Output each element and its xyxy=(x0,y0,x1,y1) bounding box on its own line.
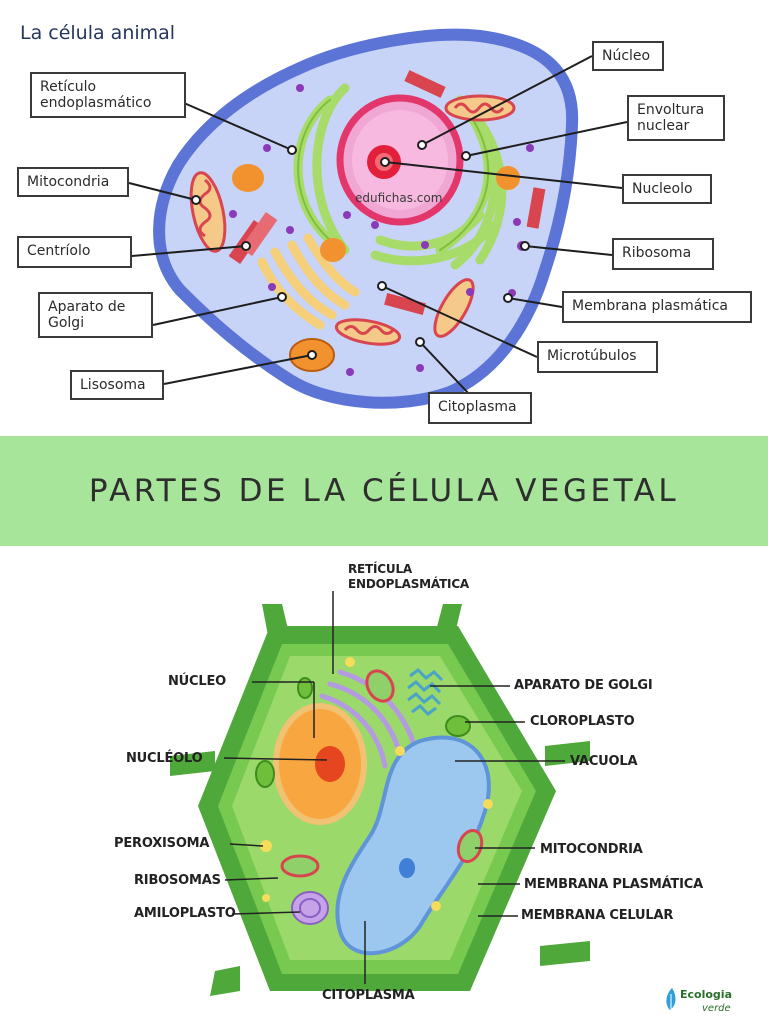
plant-label-golgi: APARATO DE GOLGI xyxy=(514,678,653,693)
label-envoltura-nuclear: Envoltura nuclear xyxy=(627,95,725,141)
plant-golgi xyxy=(407,668,444,716)
plant-label-citoplasma: CITOPLASMA xyxy=(322,988,415,1003)
plant-mitochondrion-top xyxy=(365,669,395,703)
plant-label-peroxisoma: PEROXISOMA xyxy=(114,836,210,851)
plant-mitochondrion-right xyxy=(456,829,484,863)
plant-cell-banner: PARTES DE LA CÉLULA VEGETAL xyxy=(0,436,768,546)
animal-vesicle-3 xyxy=(496,166,520,190)
animal-cell-diagram: edufichas.com xyxy=(128,28,628,409)
animal-vesicle-1 xyxy=(232,164,264,192)
animal-plasma-membrane xyxy=(153,28,579,409)
label-citoplasma: Citoplasma xyxy=(428,392,532,424)
animal-watermark: edufichas.com xyxy=(355,191,442,205)
plant-label-nucleolo: NUCLÉOLO xyxy=(126,751,203,766)
animal-centriole-right xyxy=(526,187,546,229)
animal-cell-section: La célula animal edufichas.com xyxy=(0,0,768,436)
plant-cell-banner-title: PARTES DE LA CÉLULA VEGETAL xyxy=(88,473,680,509)
animal-leader-lines xyxy=(128,55,628,396)
animal-mitochondrion-bottom xyxy=(334,318,402,346)
plant-label-cloroplasto: CLOROPLASTO xyxy=(530,714,635,729)
svg-text:verde: verde xyxy=(702,1003,731,1014)
label-ribosoma: Ribosoma xyxy=(612,238,714,270)
plant-vacuole-spot xyxy=(399,858,415,878)
plant-label-reticula: RETÍCULA ENDOPLASMÁTICA xyxy=(348,562,470,591)
ecologia-verde-logo-image: Ecologia verde xyxy=(666,988,732,1014)
plant-label-vacuola: VACUOLA xyxy=(570,754,638,769)
plant-cell-diagram xyxy=(170,591,590,996)
plant-nucleolus xyxy=(315,746,345,782)
plant-label-nucleo: NÚCLEO xyxy=(168,674,226,689)
plant-leader-lines xyxy=(223,591,565,984)
label-nucleo: Núcleo xyxy=(592,41,664,71)
label-aparato-golgi: Aparato de Golgi xyxy=(38,292,153,338)
ecologia-verde-logo: Ecologia verde xyxy=(662,984,762,1020)
label-nucleolo: Nucleolo xyxy=(622,174,712,204)
plant-amyloplast xyxy=(291,891,329,925)
animal-centriole-top xyxy=(404,70,446,98)
animal-microtubule xyxy=(384,293,426,315)
plant-cell-section: RETÍCULA ENDOPLASMÁTICA NÚCLEO NUCLÉOLO … xyxy=(0,546,768,1024)
animal-mitochondrion-left xyxy=(189,171,227,253)
label-microtubulos: Microtúbulos xyxy=(537,341,658,373)
label-mitocondria: Mitocondria xyxy=(17,167,129,197)
animal-cell-title: La célula animal xyxy=(20,22,176,44)
plant-peroxisomes xyxy=(260,657,493,911)
label-centriolo: Centríolo xyxy=(17,236,132,268)
animal-vesicle-2 xyxy=(320,238,346,262)
plant-label-ribosomas: RIBOSOMAS xyxy=(134,873,221,888)
plant-mitochondrion-bottom xyxy=(280,854,320,878)
plant-label-membrana-plasmatica: MEMBRANA PLASMÁTICA xyxy=(524,877,703,892)
animal-ribosomes xyxy=(229,84,534,376)
plant-label-mitocondria: MITOCONDRIA xyxy=(540,842,643,857)
svg-text:Ecologia: Ecologia xyxy=(680,988,732,1001)
animal-mitochondrion-top xyxy=(444,94,516,122)
plant-label-amiloplasto: AMILOPLASTO xyxy=(134,906,236,921)
label-membrana-plasmatica: Membrana plasmática xyxy=(562,291,752,323)
plant-label-membrana-celular: MEMBRANA CELULAR xyxy=(521,908,674,923)
plant-vacuole xyxy=(335,735,491,956)
animal-leader-dots xyxy=(191,140,530,360)
label-reticulo-endoplasmatico: Retículo endoplasmático xyxy=(30,72,186,118)
animal-mitochondrion-right xyxy=(433,278,475,338)
label-lisosoma: Lisosoma xyxy=(70,370,164,400)
plant-chloroplast xyxy=(255,677,471,788)
